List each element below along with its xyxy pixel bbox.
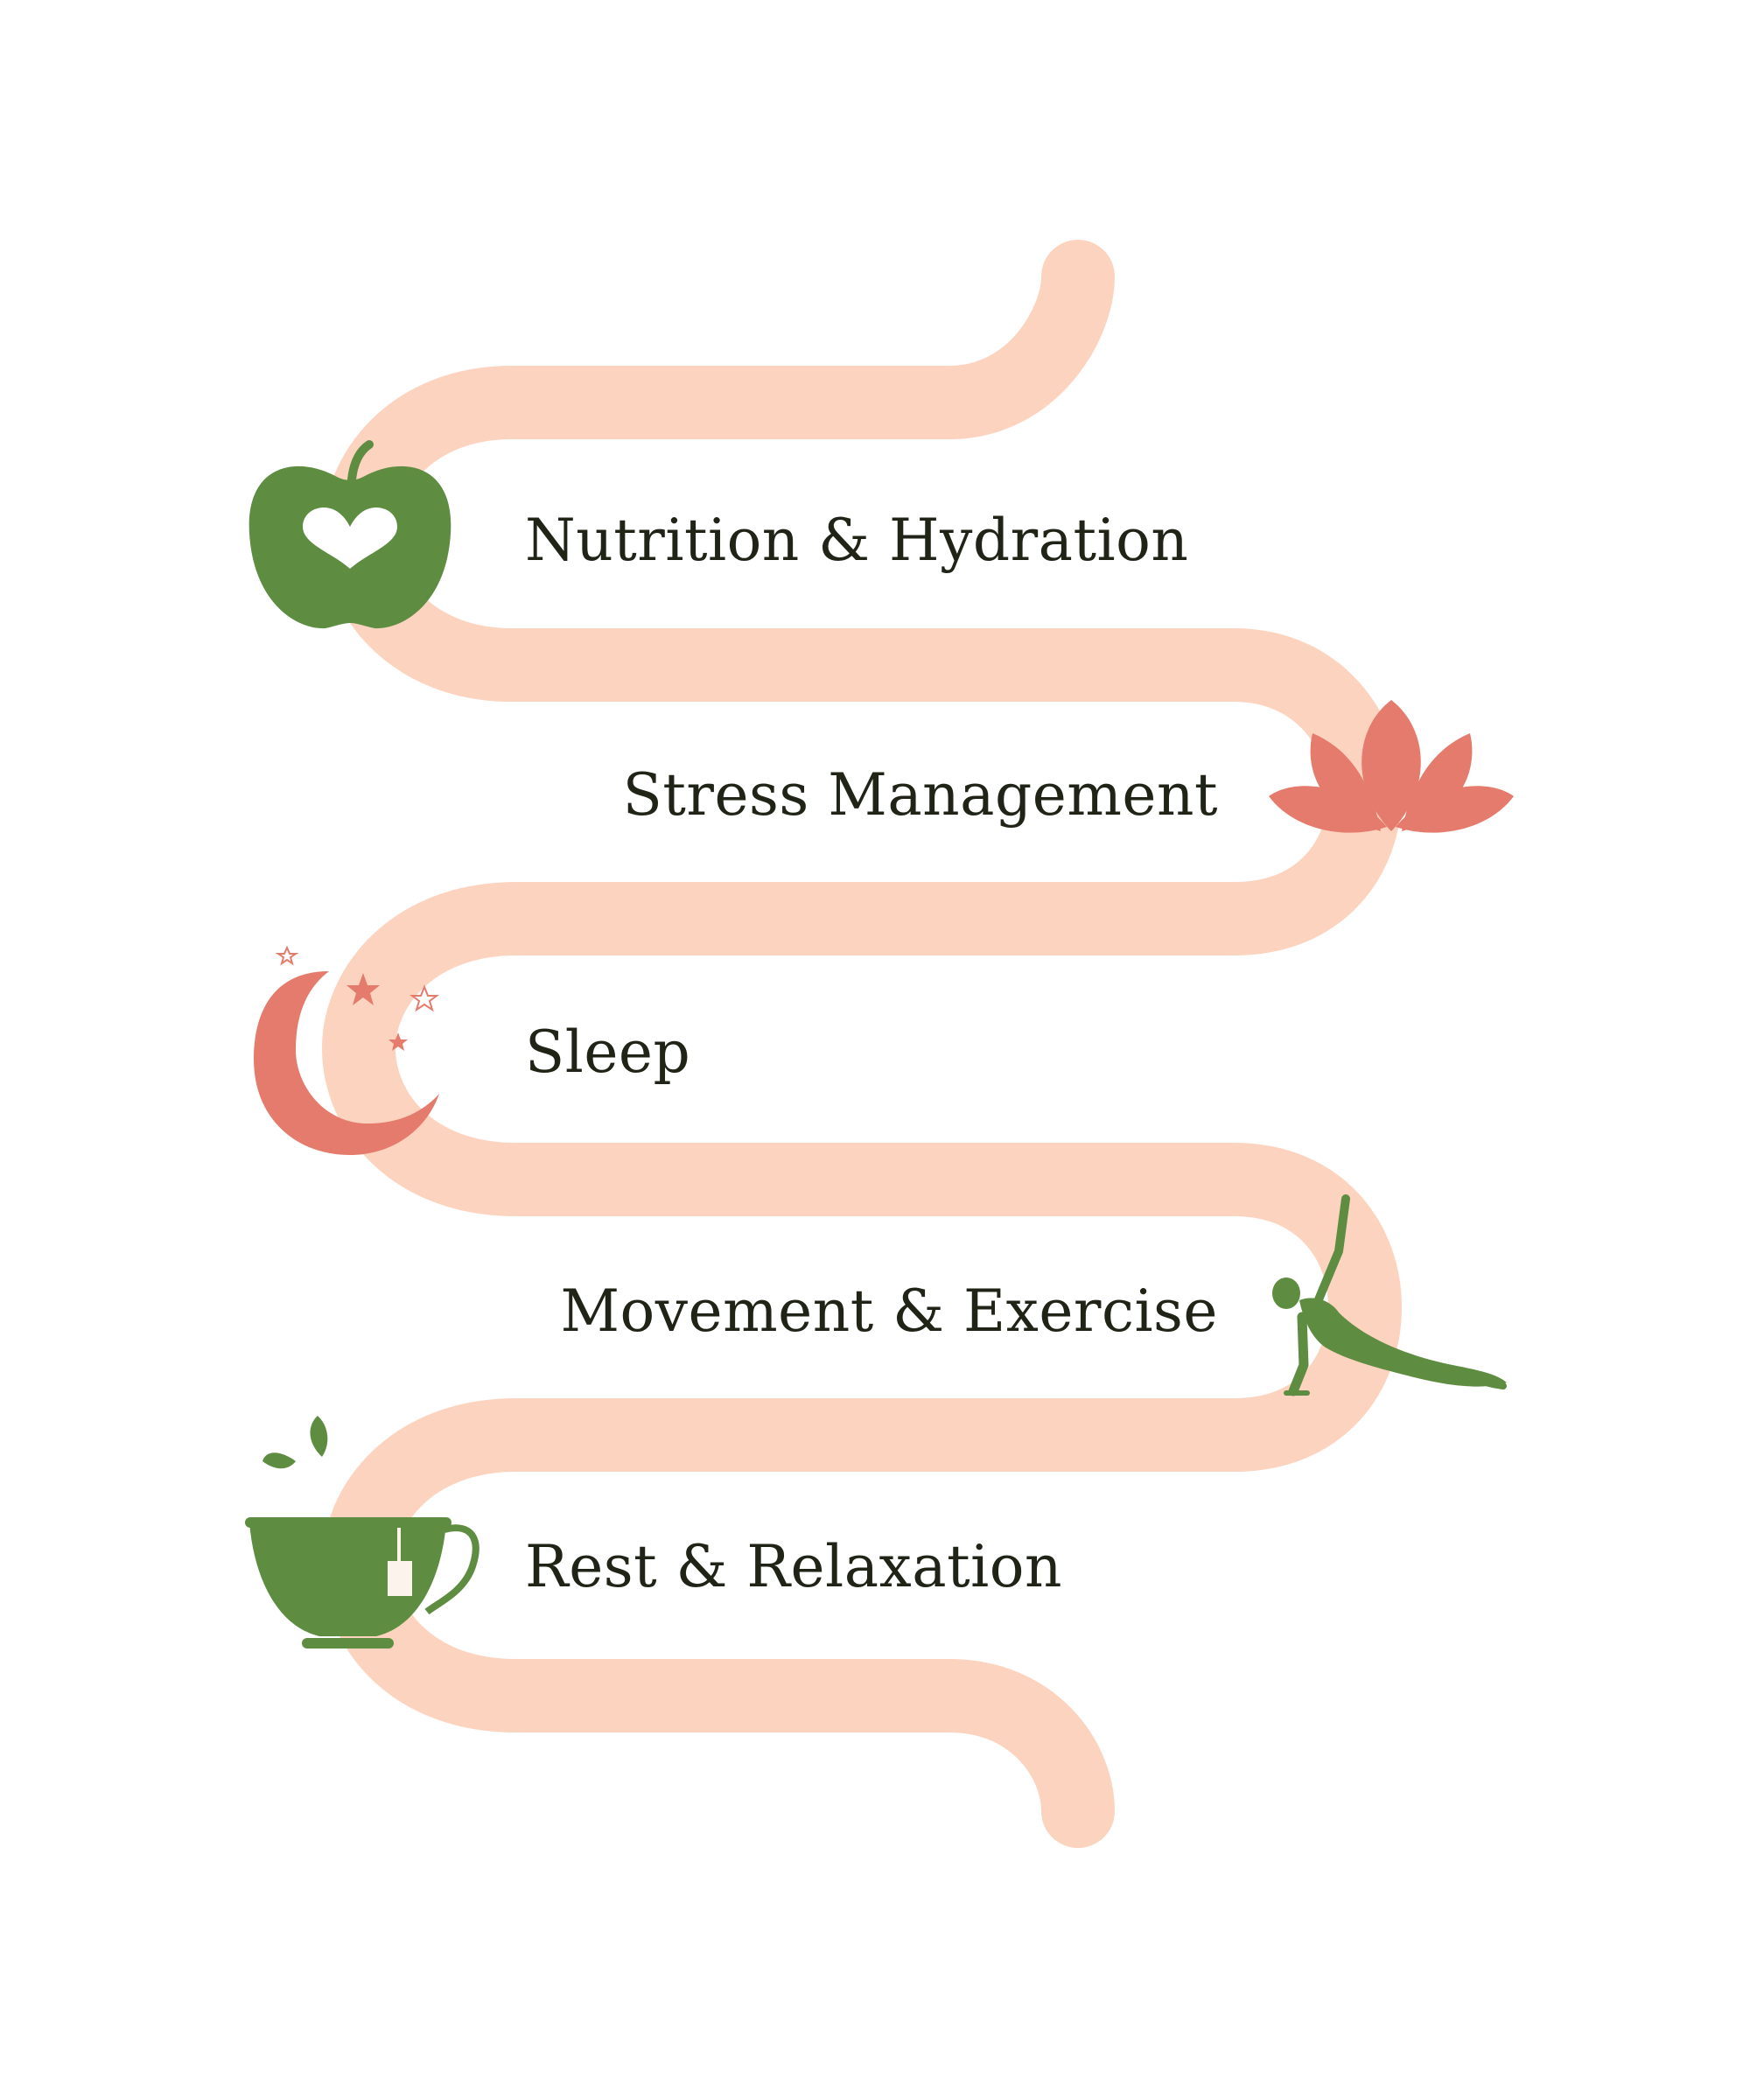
step-label-sleep: Sleep bbox=[525, 1018, 691, 1086]
apple-heart-icon bbox=[248, 440, 452, 629]
step-label-stress-management: Stress Management bbox=[622, 761, 1218, 829]
side-plank-figure-icon bbox=[1272, 1194, 1507, 1396]
step-label-nutrition-hydration: Nutrition & Hydration bbox=[525, 507, 1189, 574]
tea-cup-icon bbox=[245, 1416, 480, 1648]
step-label-rest-relaxation: Rest & Relaxation bbox=[525, 1533, 1063, 1600]
moon-stars-icon bbox=[254, 945, 439, 1155]
step-label-movement-exercise: Movement & Exercise bbox=[560, 1278, 1218, 1345]
lotus-icon bbox=[1269, 700, 1514, 833]
